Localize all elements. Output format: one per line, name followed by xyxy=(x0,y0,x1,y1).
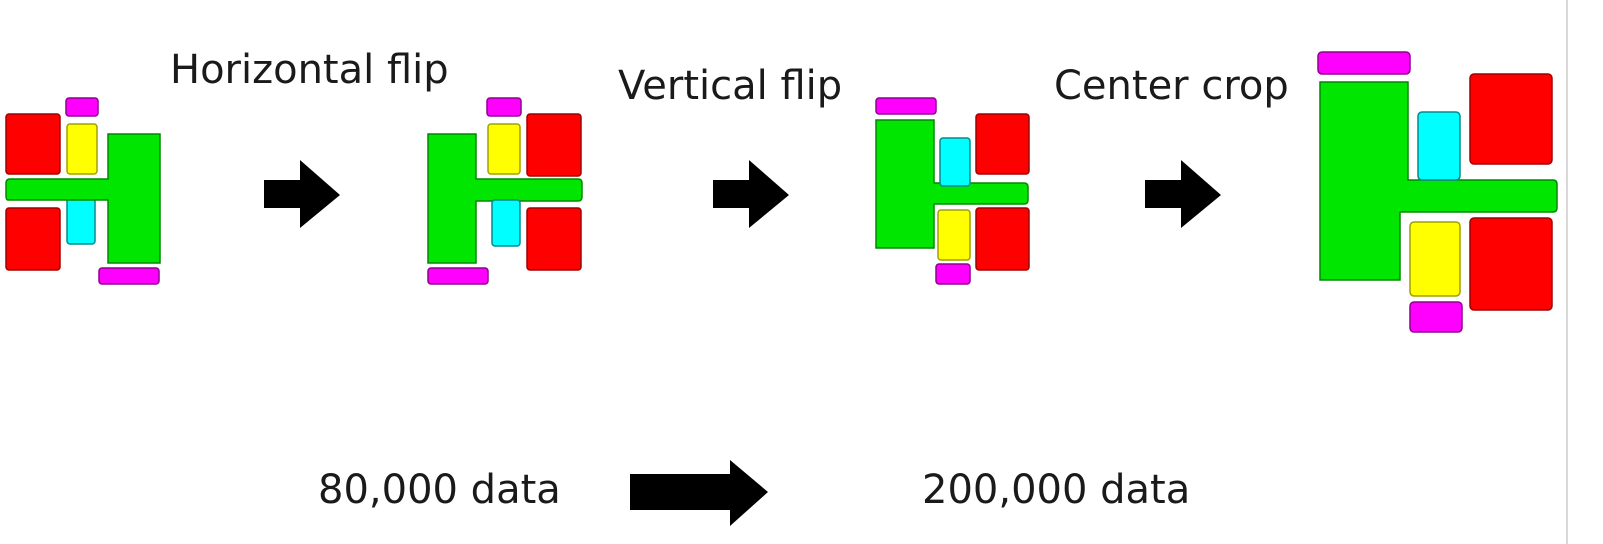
right-arrow-icon xyxy=(630,460,768,526)
label-horizontal-flip: Horizontal flip xyxy=(170,47,449,93)
label-data-after: 200,000 data xyxy=(922,467,1191,513)
layout-vertical-flip xyxy=(875,97,1030,285)
label-center-crop: Center crop xyxy=(1054,63,1289,109)
right-arrow-icon xyxy=(713,160,789,228)
layout-horizontal-flip xyxy=(427,97,583,285)
layout-original xyxy=(5,97,161,285)
label-vertical-flip: Vertical flip xyxy=(618,63,843,109)
right-arrow-icon xyxy=(264,160,340,228)
layout-center-crop xyxy=(1317,51,1558,333)
right-border xyxy=(1566,0,1568,544)
label-data-before: 80,000 data xyxy=(318,467,561,513)
right-arrow-icon xyxy=(1145,160,1221,228)
